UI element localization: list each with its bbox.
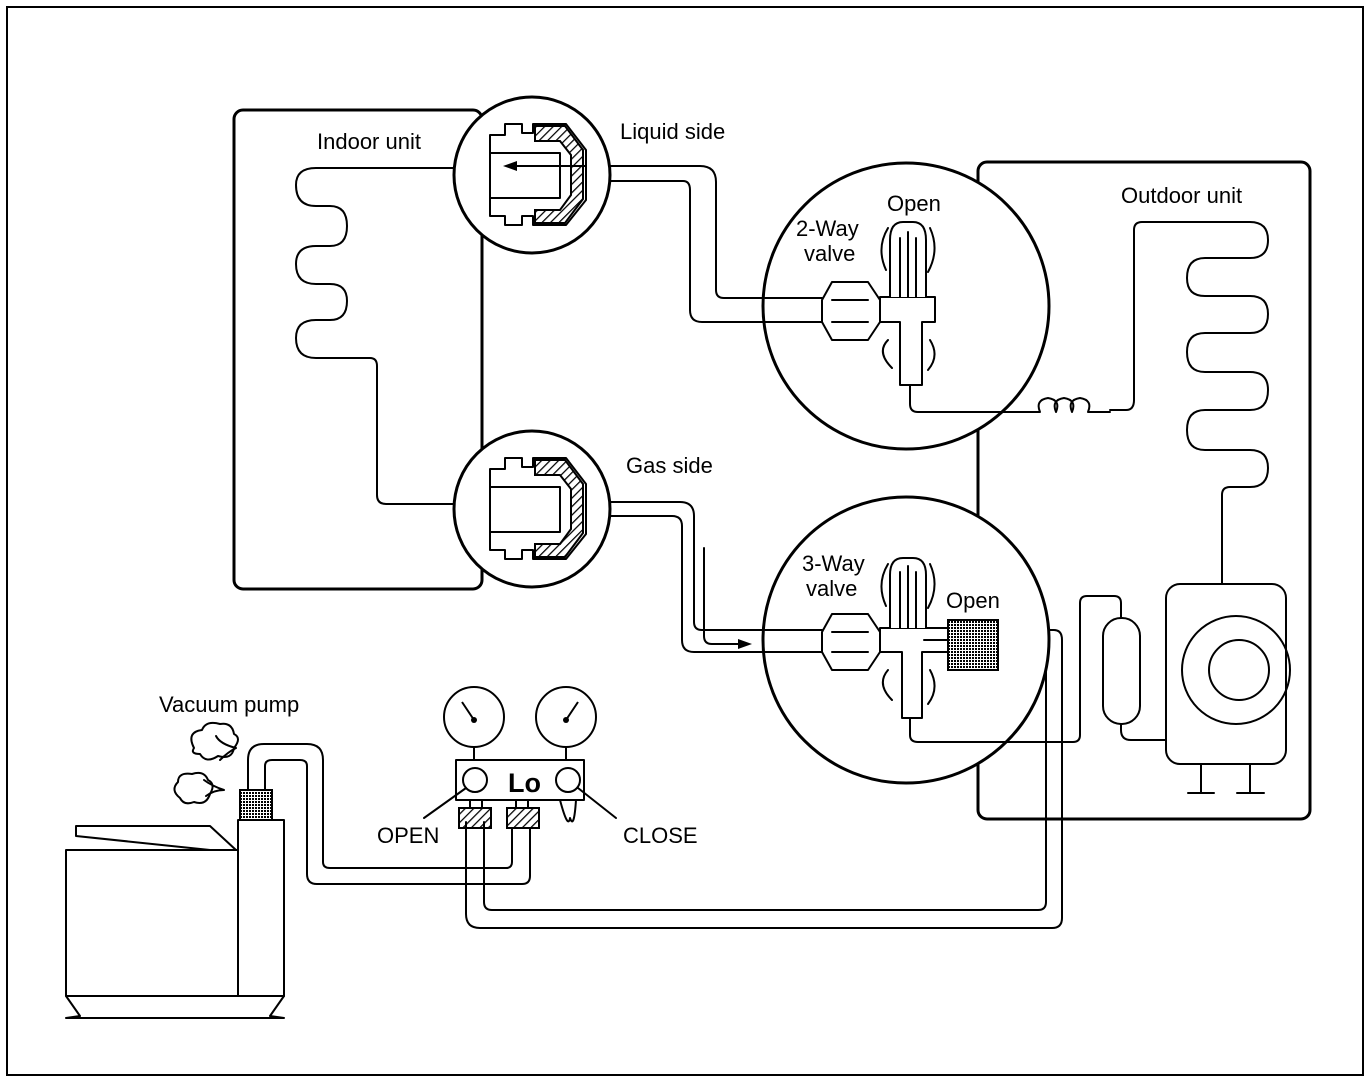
two-way-valve-label-line1: 2-Way bbox=[796, 216, 859, 241]
manifold-port-right bbox=[506, 807, 540, 829]
gas-flow-arrow bbox=[703, 547, 749, 645]
liquid-side-fitting bbox=[489, 123, 587, 226]
indoor-unit-label: Indoor unit bbox=[317, 129, 421, 154]
figure-border bbox=[6, 6, 1364, 1076]
liquid-side-flare-nut bbox=[534, 125, 584, 224]
gas-side-connection: Gas side bbox=[452, 429, 713, 589]
low-pressure-gauge bbox=[443, 686, 505, 748]
gauge-lo-label: Lo bbox=[508, 768, 541, 798]
indoor-unit: Indoor unit bbox=[232, 108, 491, 591]
three-way-valve-nut bbox=[821, 613, 881, 671]
two-way-valve-state: Open bbox=[887, 191, 941, 216]
vacuum-pump: Vacuum pump bbox=[65, 692, 299, 1019]
accumulator-body bbox=[1102, 617, 1141, 725]
outdoor-unit-label: Outdoor unit bbox=[1121, 183, 1242, 208]
gauge-manifold: Lo OPEN CLOSE bbox=[377, 686, 698, 848]
close-knob-handle bbox=[559, 799, 577, 823]
two-way-valve-label-line2: valve bbox=[804, 241, 855, 266]
three-way-service-port-cap bbox=[947, 619, 999, 671]
two-way-valve-nut bbox=[821, 281, 881, 341]
high-pressure-gauge bbox=[535, 686, 597, 748]
gas-side-fitting bbox=[489, 457, 587, 560]
liquid-side-connection: Liquid side bbox=[452, 95, 725, 255]
compressor bbox=[1165, 583, 1291, 794]
open-label-leader bbox=[423, 787, 467, 819]
manifold-body bbox=[455, 759, 585, 801]
gas-side-label: Gas side bbox=[626, 453, 713, 478]
open-knob bbox=[462, 767, 488, 793]
exhaust-streak-lower bbox=[203, 779, 225, 797]
outdoor-unit: Outdoor unit bbox=[909, 160, 1312, 821]
three-way-valve: 3-Way valve Open bbox=[761, 495, 1051, 785]
two-way-valve-body bbox=[879, 296, 936, 386]
three-way-valve-label-line1: 3-Way bbox=[802, 551, 865, 576]
compressor-right-foot bbox=[1236, 763, 1265, 794]
close-knob bbox=[555, 767, 581, 793]
open-label: OPEN bbox=[377, 823, 439, 848]
liquid-side-label: Liquid side bbox=[620, 119, 725, 144]
accumulator-inlet-pipe bbox=[911, 595, 1122, 743]
two-way-valve: 2-Way valve Open bbox=[761, 161, 1051, 451]
vacuum-pump-base bbox=[65, 995, 285, 1019]
compressor-left-foot bbox=[1187, 763, 1215, 794]
exhaust-puff-upper bbox=[190, 721, 239, 761]
gas-flow-arrowhead bbox=[738, 639, 752, 649]
vacuum-pump-motor bbox=[237, 819, 285, 997]
close-label-leader bbox=[577, 787, 617, 819]
accumulator bbox=[911, 595, 1167, 743]
close-label: CLOSE bbox=[623, 823, 698, 848]
gas-side-flare-nut bbox=[534, 459, 584, 558]
compressor-outer-ring bbox=[1181, 615, 1291, 725]
exhaust-streak-upper bbox=[215, 735, 237, 761]
manifold-port-left bbox=[458, 807, 492, 829]
vacuum-pump-coupler bbox=[239, 789, 273, 821]
liquid-line-pipe bbox=[489, 165, 821, 323]
compressor-body bbox=[1165, 583, 1287, 765]
outdoor-coil bbox=[1109, 221, 1269, 585]
indoor-coil bbox=[295, 167, 491, 505]
vacuum-pump-hose bbox=[247, 743, 531, 885]
capillary-tube bbox=[909, 379, 1111, 413]
indoor-unit-cabinet bbox=[232, 108, 484, 591]
compressor-inner-ring bbox=[1208, 639, 1270, 701]
accumulator-outlet-pipe bbox=[1120, 723, 1167, 741]
liquid-flow-arrowhead bbox=[503, 161, 517, 171]
vacuum-pump-lid bbox=[75, 825, 237, 851]
vacuum-pump-label: Vacuum pump bbox=[159, 692, 299, 717]
three-way-valve-state: Open bbox=[946, 588, 1000, 613]
gas-line-pipe bbox=[489, 501, 821, 653]
outdoor-unit-cabinet bbox=[976, 160, 1312, 821]
exhaust-puff-lower bbox=[173, 771, 214, 805]
three-way-valve-label-line2: valve bbox=[806, 576, 857, 601]
